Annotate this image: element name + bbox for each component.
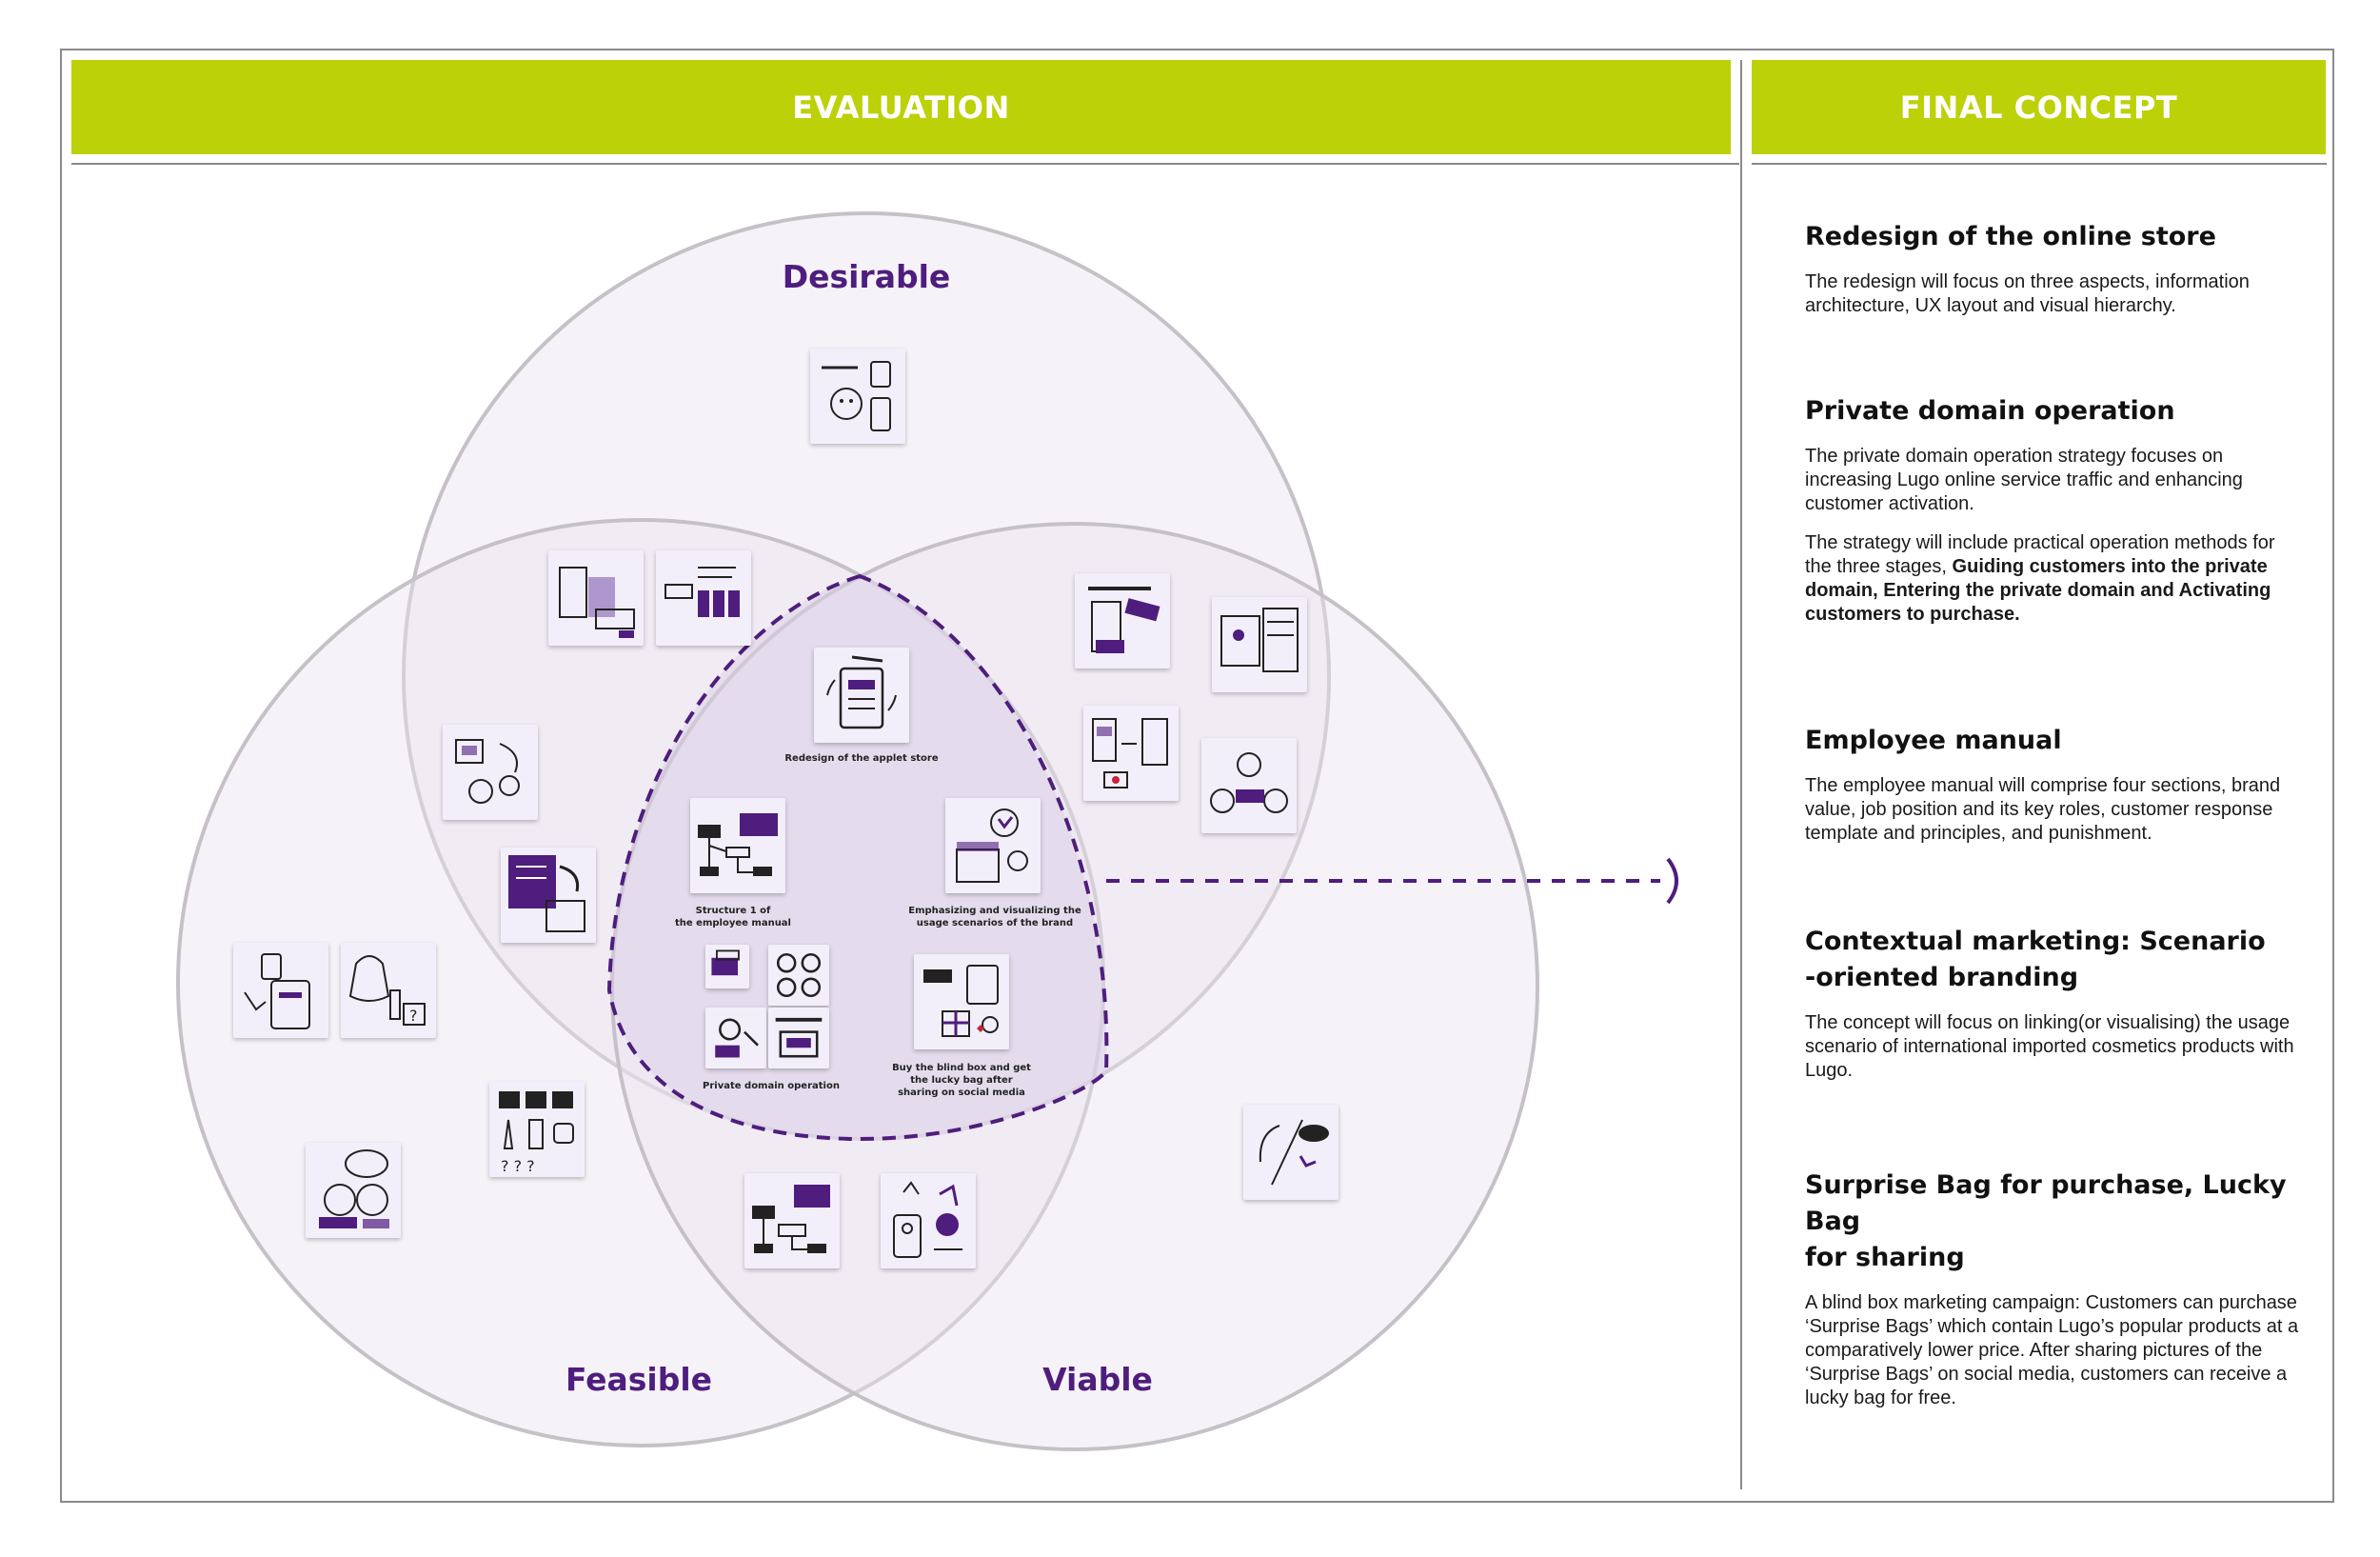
winter-sale-sketch-card [1075,573,1170,669]
conversation-sketch-card [306,1143,401,1238]
concept-description: A blind box marketing campaign: Customer… [1805,1292,2299,1408]
flowchart-sketch-icon [698,813,778,876]
packaging-sketch-card: ? ? ? [489,1082,585,1177]
concept-private-domain: Private domain operation The private dom… [1805,393,2300,642]
strategy-stages-text: Guiding customers into the private domai… [1805,556,2271,625]
title-line: Contextual marketing: Scenario [1805,927,2266,956]
concept-online-store: Redesign of the online store The redesig… [1805,219,2300,333]
title-line: -oriented branding [1805,963,2079,992]
title-line: for sharing [1805,1243,1965,1272]
employee-manual-caption: Structure 1 of the employee manual [675,906,791,928]
lugo-brand-sketch-card [1243,1105,1339,1200]
products-sketch-card: ? [341,943,436,1038]
customers-sketch-card [1201,738,1297,833]
service-sketch-card [443,725,538,820]
business-flow-sketch-card [744,1173,840,1268]
concept-title: Private domain operation [1805,396,2175,426]
gift-sketch-icon [711,949,740,976]
venn-diagram: Desirable Feasible Viable [176,211,1678,1451]
face-sketch-icon [822,361,891,431]
concept-description-strategy: The strategy will include practical oper… [1805,531,2300,627]
faces-sketch-icon [1210,752,1288,813]
private-domain-sketch-3 [705,1008,766,1068]
tablet-sketch-icon [826,655,897,729]
header-divider-right [1752,163,2327,165]
private-domain-caption: Private domain operation [703,1081,840,1091]
layout-sketch-card [548,550,644,646]
concept-surprise-bag: Surprise Bag for purchase, Lucky Bag for … [1805,1168,2300,1426]
arrow-head [1666,857,1678,905]
concept-description: The employee manual will comprise four s… [1805,775,2281,844]
usage-scenario-sketch-card [945,798,1041,893]
usage-scenarios-caption: Emphasizing and visualizing the usage sc… [908,906,1081,928]
vote-box-icon [508,855,585,932]
concept-title: Redesign of the online store [1805,222,2216,251]
business-flow-icon [752,1185,830,1253]
customer-service-icon [893,1181,962,1258]
viable-label: Viable [1042,1361,1153,1398]
winter-sale-icon [1088,587,1160,653]
strategy-text: The strategy will include practical oper… [1805,532,2275,577]
private-domain-sketch-4 [768,1008,829,1068]
checklist-sketch-icon [1092,718,1168,788]
blind-box-caption: Buy the blind box and get the lucky bag … [892,1063,1031,1098]
apply-sketch-icon [1220,608,1299,672]
column-divider [1740,60,1742,1489]
svg-text:?: ? [409,1007,418,1025]
social-icons-sketch-icon [776,952,822,998]
concept-contextual-marketing: Contextual marketing: Scenario -oriented … [1805,924,2300,1098]
checklist-sketch-card [1083,706,1179,801]
concept-employee-manual: Employee manual The employee manual will… [1805,723,2300,861]
evaluation-header: EVALUATION [71,60,1731,154]
sales-sketch-card [656,550,751,646]
vote-sketch-card [501,848,596,943]
shop-sketch-icon [956,808,1028,883]
final-concept-header: FINAL CONCEPT [1752,60,2326,154]
customer-service-sketch-card [881,1173,976,1268]
svg-text:? ? ?: ? ? ? [501,1157,535,1175]
chat-sketch-icon [455,739,520,804]
employee-manual-sketch-card [690,798,785,893]
concept-title: Employee manual [1805,726,2062,755]
screens-sketch-icon [559,567,635,638]
desirable-label: Desirable [783,258,951,295]
people-sketch-icon [715,1018,759,1058]
applet-store-sketch-card [814,648,909,743]
weekly-sketch-icon [775,1017,823,1058]
header-divider-left [71,163,1739,165]
concept-description: The private domain operation strategy fo… [1805,446,2243,514]
concept-description: The concept will focus on linking(or vis… [1805,1012,2294,1081]
concept-description: The redesign will focus on three aspects… [1805,271,2250,316]
private-domain-sketch-2 [768,945,829,1006]
page-frame [60,49,2334,1503]
blind-box-icon [923,965,999,1037]
blind-box-sketch-card [914,954,1009,1049]
testing-sketch-card [810,349,905,444]
phone-coupon-sketch-card [233,943,328,1038]
title-line: Surprise Bag for purchase, Lucky Bag [1805,1170,2287,1236]
concept-title: Contextual marketing: Scenario -oriented … [1805,924,2300,996]
concept-title: Surprise Bag for purchase, Lucky Bag for … [1805,1168,2300,1276]
boxes-sketch-icon: ? ? ? [499,1091,574,1175]
apply-sketch-card [1212,597,1307,692]
applet-store-caption: Redesign of the applet store [784,753,939,764]
bag-sketch-icon: ? [348,955,426,1026]
sales-sketch-icon [664,567,740,617]
conversation-sketch-icon [319,1149,389,1228]
lugo-brand-icon [1259,1119,1329,1186]
feasible-label: Feasible [565,1361,712,1398]
private-domain-sketch-1 [705,945,749,988]
phone-sketch-icon [244,953,310,1029]
